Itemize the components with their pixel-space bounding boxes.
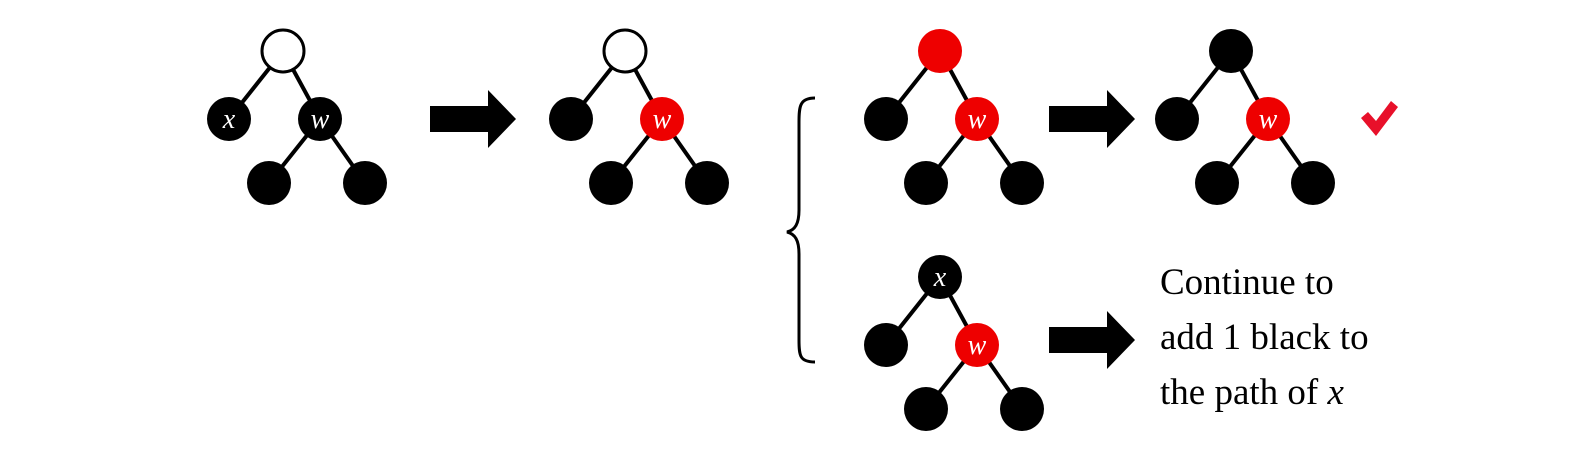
arrow-right-icon [1049, 311, 1135, 369]
nephew-left-node [1195, 161, 1239, 205]
tree-4: w [1155, 29, 1335, 205]
sibling-node-w-label: w [968, 330, 987, 361]
nephew-right-node [343, 161, 387, 205]
sibling-node-w [955, 97, 999, 141]
nephew-left-node [904, 387, 948, 431]
outcome-line-3: the path of [1160, 372, 1327, 413]
root-node [602, 28, 648, 74]
tree-3: w [864, 29, 1044, 205]
nephew-right-node [1291, 161, 1335, 205]
curly-brace-icon [786, 96, 816, 364]
tree-2: w [549, 28, 729, 205]
tree-5: xw [864, 255, 1044, 431]
sibling-node-w [1246, 97, 1290, 141]
sibling-node-w-label: w [311, 104, 330, 135]
arrow-right-icon [430, 90, 516, 148]
root-node [918, 255, 962, 299]
left-child-node [549, 97, 593, 141]
nephew-right-node [1000, 161, 1044, 205]
nephew-left-node [247, 161, 291, 205]
root-node-label: x [933, 262, 947, 293]
left-child-node [864, 323, 908, 367]
sibling-node-w-label: w [1259, 104, 1278, 135]
nephew-right-node [685, 161, 729, 205]
sibling-node-w-label: w [968, 104, 987, 135]
nephew-right-node [1000, 387, 1044, 431]
root-node [918, 29, 962, 73]
left-child-node [207, 97, 251, 141]
arrow-right-icon [1049, 90, 1135, 148]
outcome-caption: Continue to add 1 black to the path of x [1160, 262, 1378, 413]
root-node [260, 28, 306, 74]
left-child-node-label: x [222, 104, 236, 135]
check-icon [1361, 101, 1398, 136]
root-node [1209, 29, 1253, 73]
left-child-node [864, 97, 908, 141]
outcome-line-2: add 1 black to [1160, 317, 1369, 358]
sibling-node-w-label: w [653, 104, 672, 135]
sibling-node-w [955, 323, 999, 367]
sibling-node-w [298, 97, 342, 141]
outcome-line-1: Continue to [1160, 262, 1334, 303]
outcome-variable-x: x [1326, 372, 1344, 413]
nephew-left-node [904, 161, 948, 205]
left-child-node [1155, 97, 1199, 141]
nephew-left-node [589, 161, 633, 205]
sibling-node-w [640, 97, 684, 141]
